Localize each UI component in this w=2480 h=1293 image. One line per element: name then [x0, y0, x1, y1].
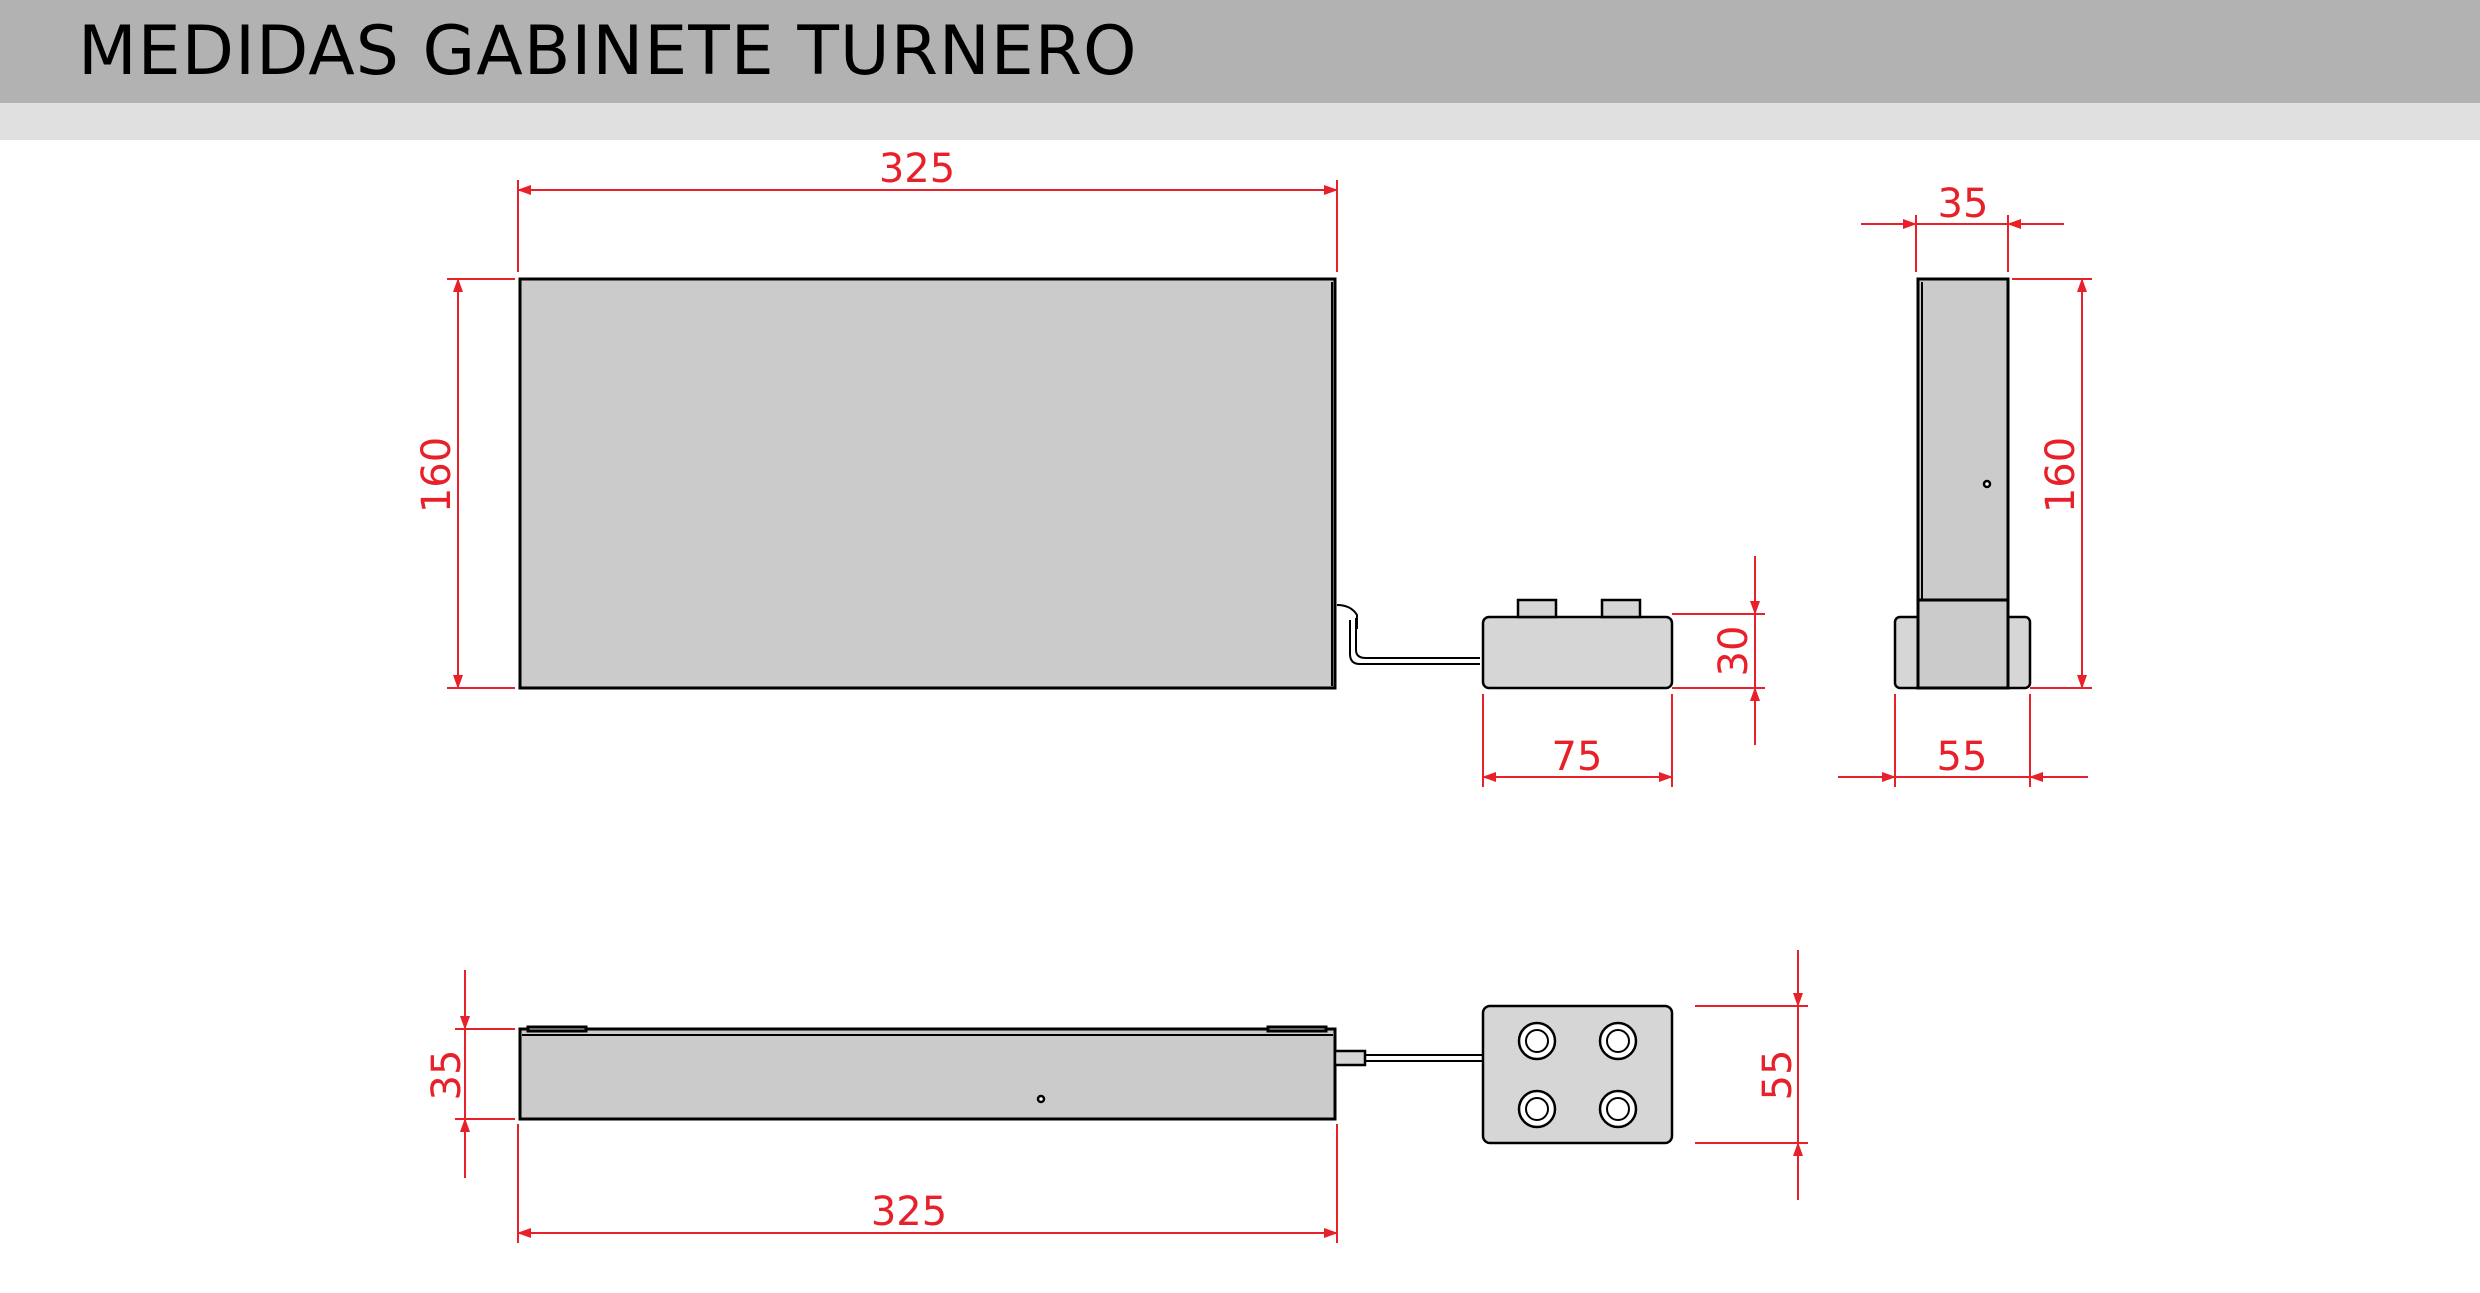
dim-label-side-height: 160: [2038, 437, 2084, 513]
dim-keypad-width: 75: [1482, 694, 1673, 787]
dim-side-depth-top: 35: [1861, 181, 2064, 272]
dim-top-depth: 35: [424, 970, 515, 1178]
cabinet-top: [518, 1027, 1337, 1121]
dim-label-front-height: 160: [414, 437, 460, 513]
keypad-button-cap: [1516, 598, 1558, 619]
dim-side-depth-base: 55: [1838, 694, 2088, 787]
keypad-button-cap: [1600, 598, 1642, 619]
keypad-front: [1481, 615, 1674, 690]
dim-side-height: 160: [2012, 278, 2092, 689]
dim-label-keypad-depth: 55: [1755, 1050, 1801, 1101]
keypad-button: [1517, 1089, 1557, 1129]
dim-label-top-width: 325: [871, 1189, 947, 1235]
dim-label-top-depth: 35: [424, 1050, 470, 1101]
dim-label-keypad-width: 75: [1552, 734, 1603, 780]
header-sub-bar: [0, 103, 2480, 140]
front-cable: [1349, 620, 1480, 665]
keypad-button: [1598, 1021, 1638, 1061]
dim-front-width: 325: [517, 146, 1338, 272]
dim-keypad-depth: 55: [1695, 950, 1808, 1200]
dim-top-width: 325: [517, 1124, 1338, 1243]
dim-front-height: 160: [414, 278, 515, 689]
keypad-top: [1481, 1004, 1674, 1145]
dim-label-side-depth-top: 35: [1938, 181, 1989, 227]
keypad-button: [1517, 1021, 1557, 1061]
front-view: [518, 277, 1674, 690]
side-view: [1893, 277, 2032, 690]
dim-label-side-depth-base: 55: [1937, 734, 1988, 780]
front-connector: [1336, 604, 1358, 629]
top-view: [518, 1004, 1674, 1145]
header-bar: [0, 0, 2480, 103]
cabinet-front-panel: [518, 277, 1337, 690]
top-indicator: [1036, 1094, 1046, 1104]
dim-keypad-height: 30: [1672, 556, 1765, 745]
dim-label-front-width: 325: [879, 146, 955, 192]
page-title: MEDIDAS GABINETE TURNERO: [78, 12, 1138, 91]
keypad-button: [1598, 1089, 1638, 1129]
top-connector: [1333, 1049, 1367, 1067]
side-indicator: [1982, 479, 1992, 489]
dim-label-keypad-height: 30: [1711, 626, 1757, 677]
